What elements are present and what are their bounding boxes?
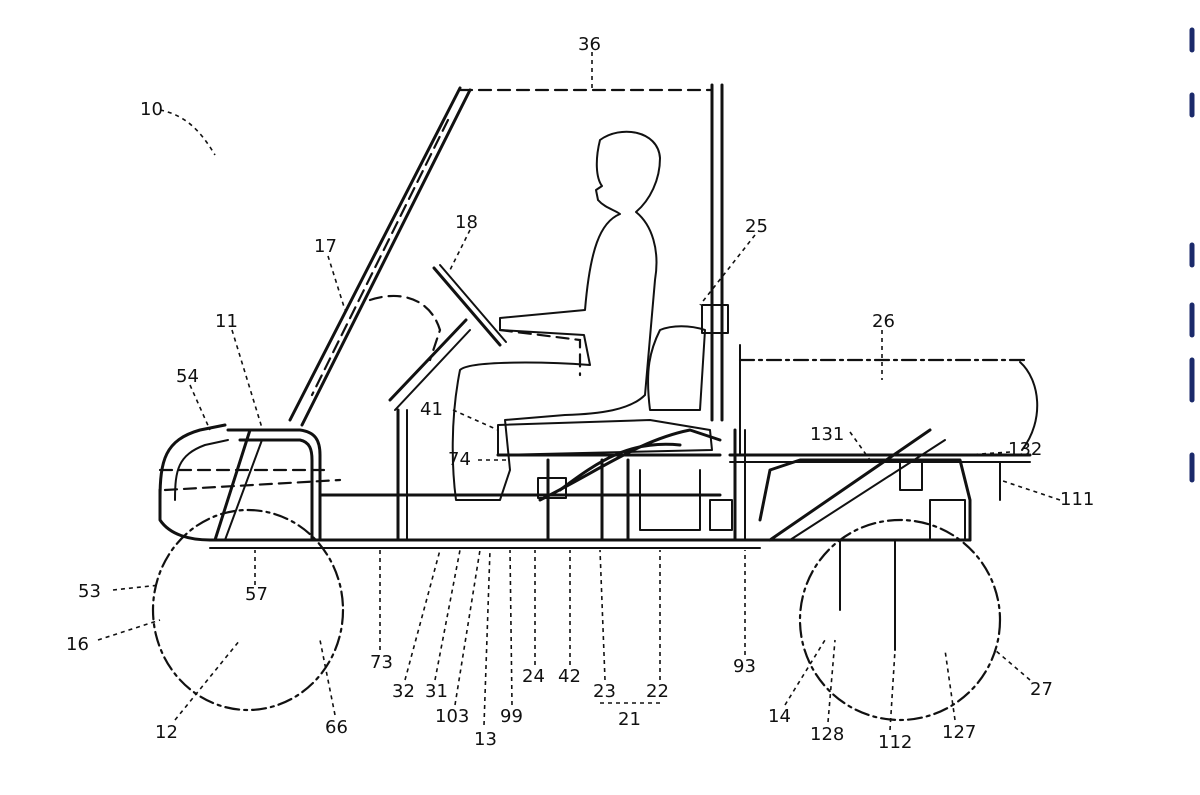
rear-wheel <box>798 518 1002 722</box>
ref-12: 12 <box>155 722 178 743</box>
ref-10: 10 <box>140 99 163 120</box>
roof-canopy <box>288 83 729 427</box>
cargo-bed <box>728 344 1039 501</box>
ref-41: 41 <box>420 399 443 420</box>
front-cage <box>158 423 342 542</box>
rider-figure <box>451 130 706 501</box>
ref-103: 103 <box>435 706 469 727</box>
ref-26: 26 <box>872 311 895 332</box>
ref-21: 21 <box>618 709 641 730</box>
ref-112: 112 <box>878 732 912 753</box>
steering-assembly <box>368 264 507 411</box>
ref-17: 17 <box>314 236 337 257</box>
ref-24: 24 <box>522 666 545 687</box>
ref-22: 22 <box>646 681 669 702</box>
ref-132: 132 <box>1008 439 1042 460</box>
main-frame <box>208 408 972 549</box>
front-wheel <box>151 508 345 712</box>
ref-57: 57 <box>245 584 268 605</box>
ref-32: 32 <box>392 681 415 702</box>
ref-13: 13 <box>474 729 497 750</box>
ref-93: 93 <box>733 656 756 677</box>
ref-53: 53 <box>78 581 101 602</box>
ref-74: 74 <box>448 449 471 470</box>
ref-66: 66 <box>325 717 348 738</box>
ref-27: 27 <box>1030 679 1053 700</box>
ref-11: 11 <box>215 311 238 332</box>
ref-127: 127 <box>942 722 976 743</box>
ref-16: 16 <box>66 634 89 655</box>
ref-128: 128 <box>810 724 844 745</box>
ref-73: 73 <box>370 652 393 673</box>
ref-111: 111 <box>1060 489 1094 510</box>
leader-lines <box>97 52 1061 731</box>
ref-31: 31 <box>425 681 448 702</box>
ref-25: 25 <box>745 216 768 237</box>
ref-54: 54 <box>176 366 199 387</box>
ref-36: 36 <box>578 34 601 55</box>
seat <box>496 419 722 457</box>
ref-99: 99 <box>500 706 523 727</box>
ref-42: 42 <box>558 666 581 687</box>
ref-131: 131 <box>810 424 844 445</box>
ref-14: 14 <box>768 706 791 727</box>
ref-23: 23 <box>593 681 616 702</box>
ref-18: 18 <box>455 212 478 233</box>
reference-numerals: 10 36 18 17 25 11 54 26 41 74 111 131 13… <box>66 34 1094 753</box>
